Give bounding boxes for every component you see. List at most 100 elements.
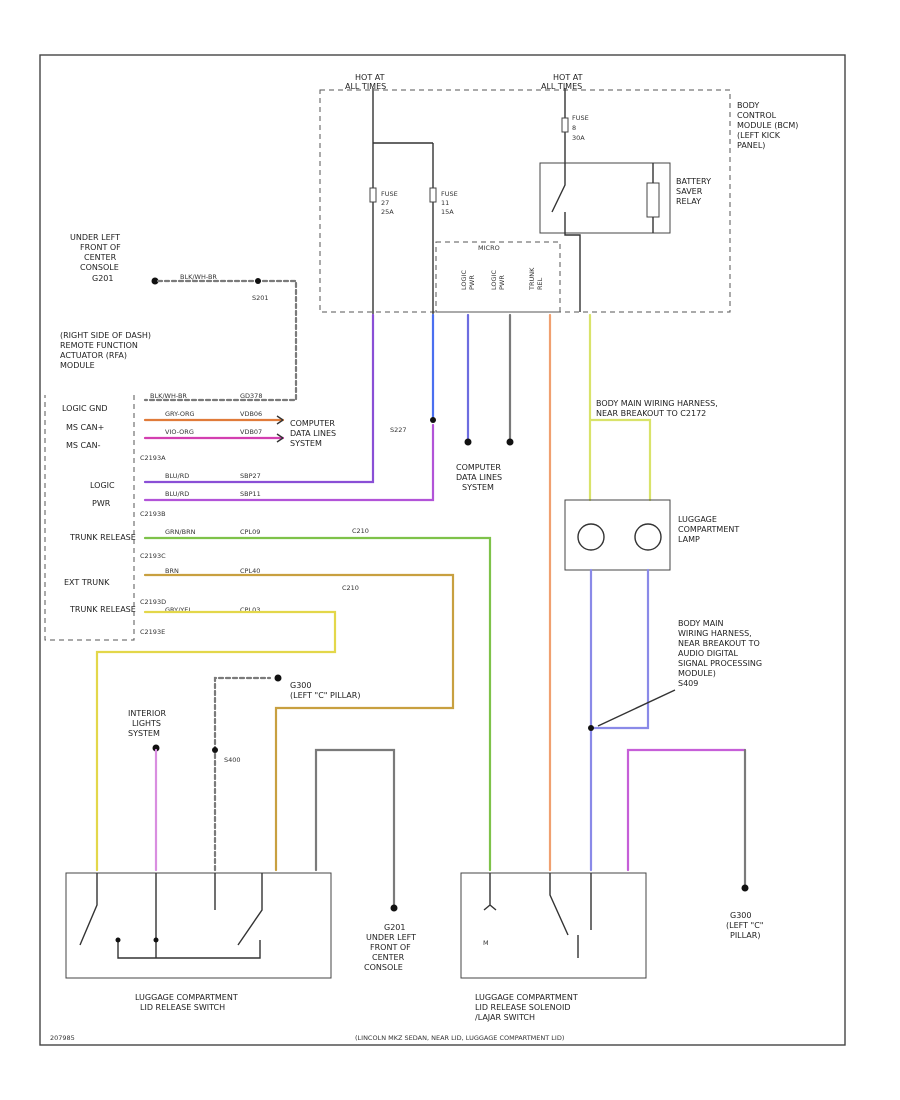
svg-text:BLK/WH-BR: BLK/WH-BR (150, 392, 187, 400)
svg-text:CPL40: CPL40 (240, 567, 260, 575)
hot-right-1: HOT AT (553, 73, 583, 82)
svg-text:S409: S409 (678, 679, 698, 688)
g201-bottom-wire (314, 748, 396, 907)
svg-text:G201: G201 (92, 274, 113, 283)
svg-text:(LEFT "C" PILLAR): (LEFT "C" PILLAR) (290, 691, 360, 700)
lamp-bulb-2-icon (634, 523, 662, 551)
fuse-11-icon (429, 187, 437, 203)
svg-text:COMPUTER: COMPUTER (290, 419, 335, 428)
svg-text:G300: G300 (290, 681, 311, 690)
svg-text:MODULE): MODULE) (678, 669, 716, 678)
svg-text:LID RELEASE SWITCH: LID RELEASE SWITCH (140, 1003, 225, 1012)
hot-left-1: HOT AT (355, 73, 385, 82)
fuse-main-icon (561, 117, 569, 133)
micro-label: MICRO (478, 244, 500, 252)
interior-lights-terminal (152, 744, 160, 752)
svg-text:NEAR BREAKOUT TO C2172: NEAR BREAKOUT TO C2172 (596, 409, 706, 418)
g300-right-wire (626, 748, 747, 872)
svg-text:(LEFT "C": (LEFT "C" (726, 921, 763, 930)
switch1-contact-1 (115, 937, 121, 943)
lamp-label: LUGGAGE COMPARTMENT LAMP (678, 515, 739, 544)
lamp-ground-wire-2 (589, 568, 650, 730)
svg-text:SYSTEM: SYSTEM (290, 439, 322, 448)
trunk-release-wire (143, 536, 492, 872)
relay-to-lamp-wire (588, 313, 652, 502)
s227-label: S227 (390, 426, 407, 434)
svg-text:GD378: GD378 (240, 392, 262, 400)
svg-text:BLU/RD: BLU/RD (165, 472, 189, 480)
c210-label-2: C210 (342, 584, 359, 592)
fuse-main-2: 8 (572, 124, 576, 132)
svg-text:VIO-ORG: VIO-ORG (165, 428, 194, 436)
svg-text:LOGIC: LOGIC (90, 481, 115, 490)
svg-text:MS CAN-: MS CAN- (66, 441, 101, 450)
svg-text:AUDIO DIGITAL: AUDIO DIGITAL (678, 649, 739, 658)
svg-text:MODULE (BCM): MODULE (BCM) (737, 121, 798, 130)
svg-text:WIRING HARNESS,: WIRING HARNESS, (678, 629, 752, 638)
svg-text:LOGIC: LOGIC (460, 270, 468, 290)
logic-pwr-wire-11 (143, 423, 435, 502)
svg-text:TRUNK RELEASE: TRUNK RELEASE (69, 533, 136, 542)
switch1-contact-2 (153, 937, 159, 943)
svg-text:LIGHTS: LIGHTS (132, 719, 161, 728)
bcm-label: BODY CONTROL MODULE (BCM) (LEFT KICK PAN… (737, 101, 798, 150)
hot-right-2: ALL TIMES (541, 82, 582, 91)
svg-text:COMPUTER: COMPUTER (456, 463, 501, 472)
svg-text:DATA LINES: DATA LINES (290, 429, 336, 438)
g300-right-ground-icon (741, 884, 749, 892)
solenoid-symbol: M (483, 939, 489, 947)
svg-text:BODY MAIN WIRING HARNESS,: BODY MAIN WIRING HARNESS, (596, 399, 718, 408)
can-terminal-2 (506, 438, 514, 446)
svg-text:VDB07: VDB07 (240, 428, 262, 436)
fuse-11-2: 11 (441, 199, 449, 207)
s227-splice (430, 417, 436, 423)
s409-splice (588, 725, 594, 731)
svg-text:C2193D: C2193D (140, 598, 166, 606)
svg-text:C2193A: C2193A (140, 454, 166, 462)
svg-text:PWR: PWR (498, 275, 506, 290)
g201-top-wire: BLK/WH-BR (180, 273, 217, 281)
micro-box (435, 241, 561, 313)
fuse-main-1: FUSE (572, 114, 589, 122)
svg-text:C2193B: C2193B (140, 510, 166, 518)
svg-text:PWR: PWR (92, 499, 111, 508)
footnote-right: (LINCOLN MKZ SEDAN, NEAR LID, LUGGAGE CO… (355, 1034, 564, 1042)
interior-lights-label: INTERIOR LIGHTS SYSTEM (128, 709, 167, 738)
svg-text:SIGNAL PROCESSING: SIGNAL PROCESSING (678, 659, 762, 668)
rfa-module-boundary (44, 395, 135, 641)
svg-text:GRY/YEL: GRY/YEL (165, 606, 192, 614)
svg-text:FRONT OF: FRONT OF (80, 243, 121, 252)
g300-bottom-label: G300 (LEFT "C" PILLAR) (726, 911, 763, 940)
fuse-27-3: 25A (381, 208, 394, 216)
svg-text:CONSOLE: CONSOLE (80, 263, 119, 272)
svg-text:G201: G201 (384, 923, 405, 932)
svg-text:/LAJAR SWITCH: /LAJAR SWITCH (475, 1013, 535, 1022)
svg-text:TRUNK: TRUNK (528, 267, 536, 291)
g300-s400-wire (213, 676, 272, 872)
fuse-11-1: FUSE (441, 190, 458, 198)
fuse-27-1: FUSE (381, 190, 398, 198)
g201-top-label: UNDER LEFT FRONT OF CENTER CONSOLE G201 (70, 233, 121, 283)
svg-text:CONTROL: CONTROL (737, 111, 777, 120)
svg-text:GRY-ORG: GRY-ORG (165, 410, 195, 418)
svg-text:INTERIOR: INTERIOR (128, 709, 167, 718)
svg-text:SYSTEM: SYSTEM (128, 729, 160, 738)
relay-label-1: BATTERY (676, 177, 711, 186)
can-terminal-1 (464, 438, 472, 446)
svg-text:BLU/RD: BLU/RD (165, 490, 189, 498)
battery-saver-relay (539, 162, 671, 234)
g300-top-ground-icon (274, 674, 282, 682)
lid-release-solenoid (460, 872, 647, 979)
svg-text:UNDER LEFT: UNDER LEFT (70, 233, 120, 242)
rfa-rows: LOGIC GND MS CAN+ MS CAN- LOGIC PWR TRUN… (62, 404, 166, 636)
harness-bottom-label: BODY MAIN WIRING HARNESS, NEAR BREAKOUT … (678, 619, 762, 688)
svg-text:REMOTE FUNCTION: REMOTE FUNCTION (60, 341, 138, 350)
svg-text:CENTER: CENTER (84, 253, 117, 262)
svg-text:LOGIC GND: LOGIC GND (62, 404, 108, 413)
svg-text:PANEL): PANEL) (737, 141, 765, 150)
c210-label-1: C210 (352, 527, 369, 535)
s201-label: S201 (252, 294, 269, 302)
relay-coil-icon (646, 182, 660, 218)
svg-text:ACTUATOR (RFA): ACTUATOR (RFA) (60, 351, 127, 360)
